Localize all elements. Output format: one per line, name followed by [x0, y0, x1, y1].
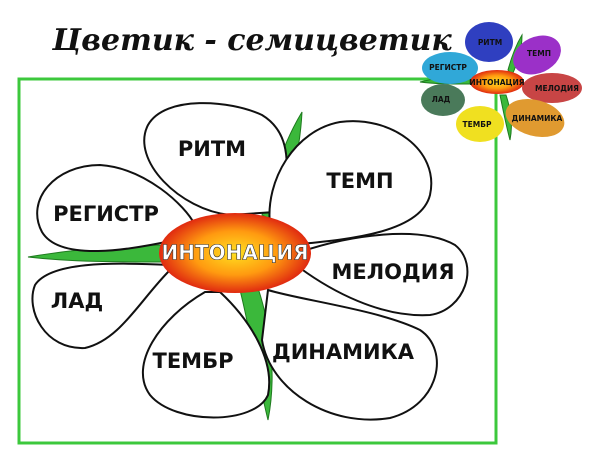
- small-petal-dinamika: [505, 98, 565, 138]
- petal-melodiya: [299, 232, 469, 317]
- petal-dinamika: [260, 288, 438, 421]
- small-label-tembr: ТЕМБР: [463, 120, 492, 129]
- petal-label-registr: РЕГИСТР: [53, 202, 159, 226]
- small-petal-lad: [421, 84, 465, 116]
- center-ellipse: [159, 213, 311, 293]
- petal-label-melodiya: МЕЛОДИЯ: [332, 260, 455, 284]
- diagram-title: Цветик - семицветик: [51, 23, 452, 58]
- petal-registr: [36, 163, 197, 253]
- small-petal-tembr: [456, 106, 504, 142]
- petal-label-dinamika: ДИНАМИКА: [272, 340, 415, 364]
- small-center-label: ИНТОНАЦИЯ: [469, 78, 524, 87]
- small-petal-ritm: [465, 22, 513, 62]
- small-petal-melodiya: [522, 73, 582, 103]
- small-center: [470, 70, 524, 94]
- petal-tembr: [141, 291, 271, 419]
- small-label-ritm: РИТМ: [478, 38, 502, 47]
- small-label-dinamika: ДИНАМИКА: [512, 114, 563, 123]
- small-label-melodiya: МЕЛОДИЯ: [535, 84, 579, 93]
- center-label: ИНТОНАЦИЯ: [161, 241, 308, 265]
- small-petal-temp: [513, 35, 561, 75]
- small-color-flower: ИНТОНАЦИЯ РИТМ ТЕМП МЕЛОДИЯ ДИНАМИКА ТЕМ…: [419, 22, 582, 142]
- petal-label-tembr: ТЕМБР: [153, 349, 234, 373]
- small-petal-registr: [422, 52, 478, 84]
- small-label-temp: ТЕМП: [527, 49, 551, 58]
- small-label-registr: РЕГИСТР: [429, 63, 467, 72]
- petal-label-ritm: РИТМ: [178, 137, 246, 161]
- small-label-lad: ЛАД: [432, 95, 451, 104]
- petal-label-temp: ТЕМП: [326, 169, 393, 193]
- green-frame: [17, 77, 498, 445]
- petal-label-lad: ЛАД: [51, 289, 103, 313]
- petal-lad: [31, 262, 171, 350]
